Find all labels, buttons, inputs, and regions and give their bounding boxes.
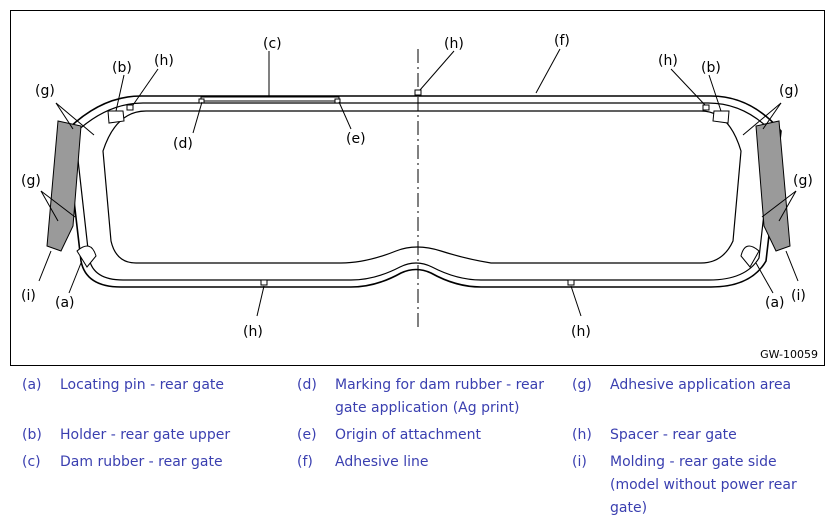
legend-key: (b) bbox=[22, 427, 42, 443]
legend-text: Marking for dam rubber - rear gate appli… bbox=[335, 377, 544, 416]
locating-pin-right bbox=[740, 245, 760, 268]
glass-outer-outline bbox=[65, 95, 782, 288]
callout-e: (e) bbox=[346, 131, 366, 147]
origin-of-attachment bbox=[334, 98, 341, 104]
legend-key: (h) bbox=[572, 427, 592, 443]
callout-b-right: (b) bbox=[701, 60, 721, 76]
callout-i-right: (i) bbox=[791, 288, 806, 304]
callout-a-left: (a) bbox=[55, 295, 75, 311]
callout-h-bottom-left: (h) bbox=[243, 324, 263, 340]
spacer-bottom-right bbox=[567, 279, 575, 286]
glass-inner-outline bbox=[102, 110, 742, 264]
legend-text: Molding - rear gate side (model without … bbox=[610, 454, 797, 516]
callout-b-left: (b) bbox=[112, 60, 132, 76]
callout-g-top-right: (g) bbox=[779, 83, 799, 99]
callout-c: (c) bbox=[263, 36, 282, 52]
diagram-figure: (c) (h) (f) (b) (h) (h) (b) (g) (g) (d) … bbox=[10, 10, 825, 366]
holder-left bbox=[107, 110, 125, 124]
holder-right bbox=[712, 110, 730, 124]
legend-text: Origin of attachment bbox=[335, 427, 482, 443]
legend-key: (a) bbox=[22, 377, 42, 393]
legend-text: Dam rubber - rear gate bbox=[60, 454, 223, 470]
adhesive-area-left bbox=[46, 120, 82, 252]
callout-a-right: (a) bbox=[765, 295, 785, 311]
legend-key: (f) bbox=[297, 454, 313, 470]
locating-pin-left bbox=[76, 245, 97, 268]
callout-f: (f) bbox=[554, 33, 570, 49]
legend-text: Adhesive line bbox=[335, 454, 429, 470]
legend-key: (c) bbox=[22, 454, 41, 470]
callout-i-left: (i) bbox=[21, 288, 36, 304]
legend-key: (g) bbox=[572, 377, 592, 393]
adhesive-area-right bbox=[755, 120, 791, 252]
legend-key: (d) bbox=[297, 377, 317, 393]
dam-rubber bbox=[200, 96, 340, 102]
rear-gate-glass-diagram: (c) (h) (f) (b) (h) (h) (b) (g) (g) (d) … bbox=[21, 33, 813, 340]
spacer-bottom-left bbox=[260, 279, 268, 286]
callout-g-mid-right: (g) bbox=[793, 173, 813, 189]
legend-key: (i) bbox=[572, 454, 587, 470]
callout-h-top-center: (h) bbox=[444, 36, 464, 52]
legend-text: Locating pin - rear gate bbox=[60, 377, 225, 393]
callout-g-mid-left: (g) bbox=[21, 173, 41, 189]
figure-code: GW-10059 bbox=[760, 348, 818, 361]
callout-h-top-right: (h) bbox=[658, 53, 678, 69]
spacer-top-left bbox=[126, 104, 134, 111]
legend-key: (e) bbox=[297, 427, 317, 443]
legend-text: Adhesive application area bbox=[610, 377, 792, 393]
spacer-top-center bbox=[414, 89, 422, 96]
legend-text: Holder - rear gate upper bbox=[60, 427, 231, 443]
callout-h-top-left: (h) bbox=[154, 53, 174, 69]
leader-lines bbox=[38, 48, 799, 317]
legend-text: Spacer - rear gate bbox=[610, 427, 737, 443]
adhesive-line bbox=[74, 102, 774, 281]
callout-h-bottom-right: (h) bbox=[571, 324, 591, 340]
spacer-top-right bbox=[702, 104, 710, 111]
callout-d: (d) bbox=[173, 136, 193, 152]
callout-g-top-left: (g) bbox=[35, 83, 55, 99]
